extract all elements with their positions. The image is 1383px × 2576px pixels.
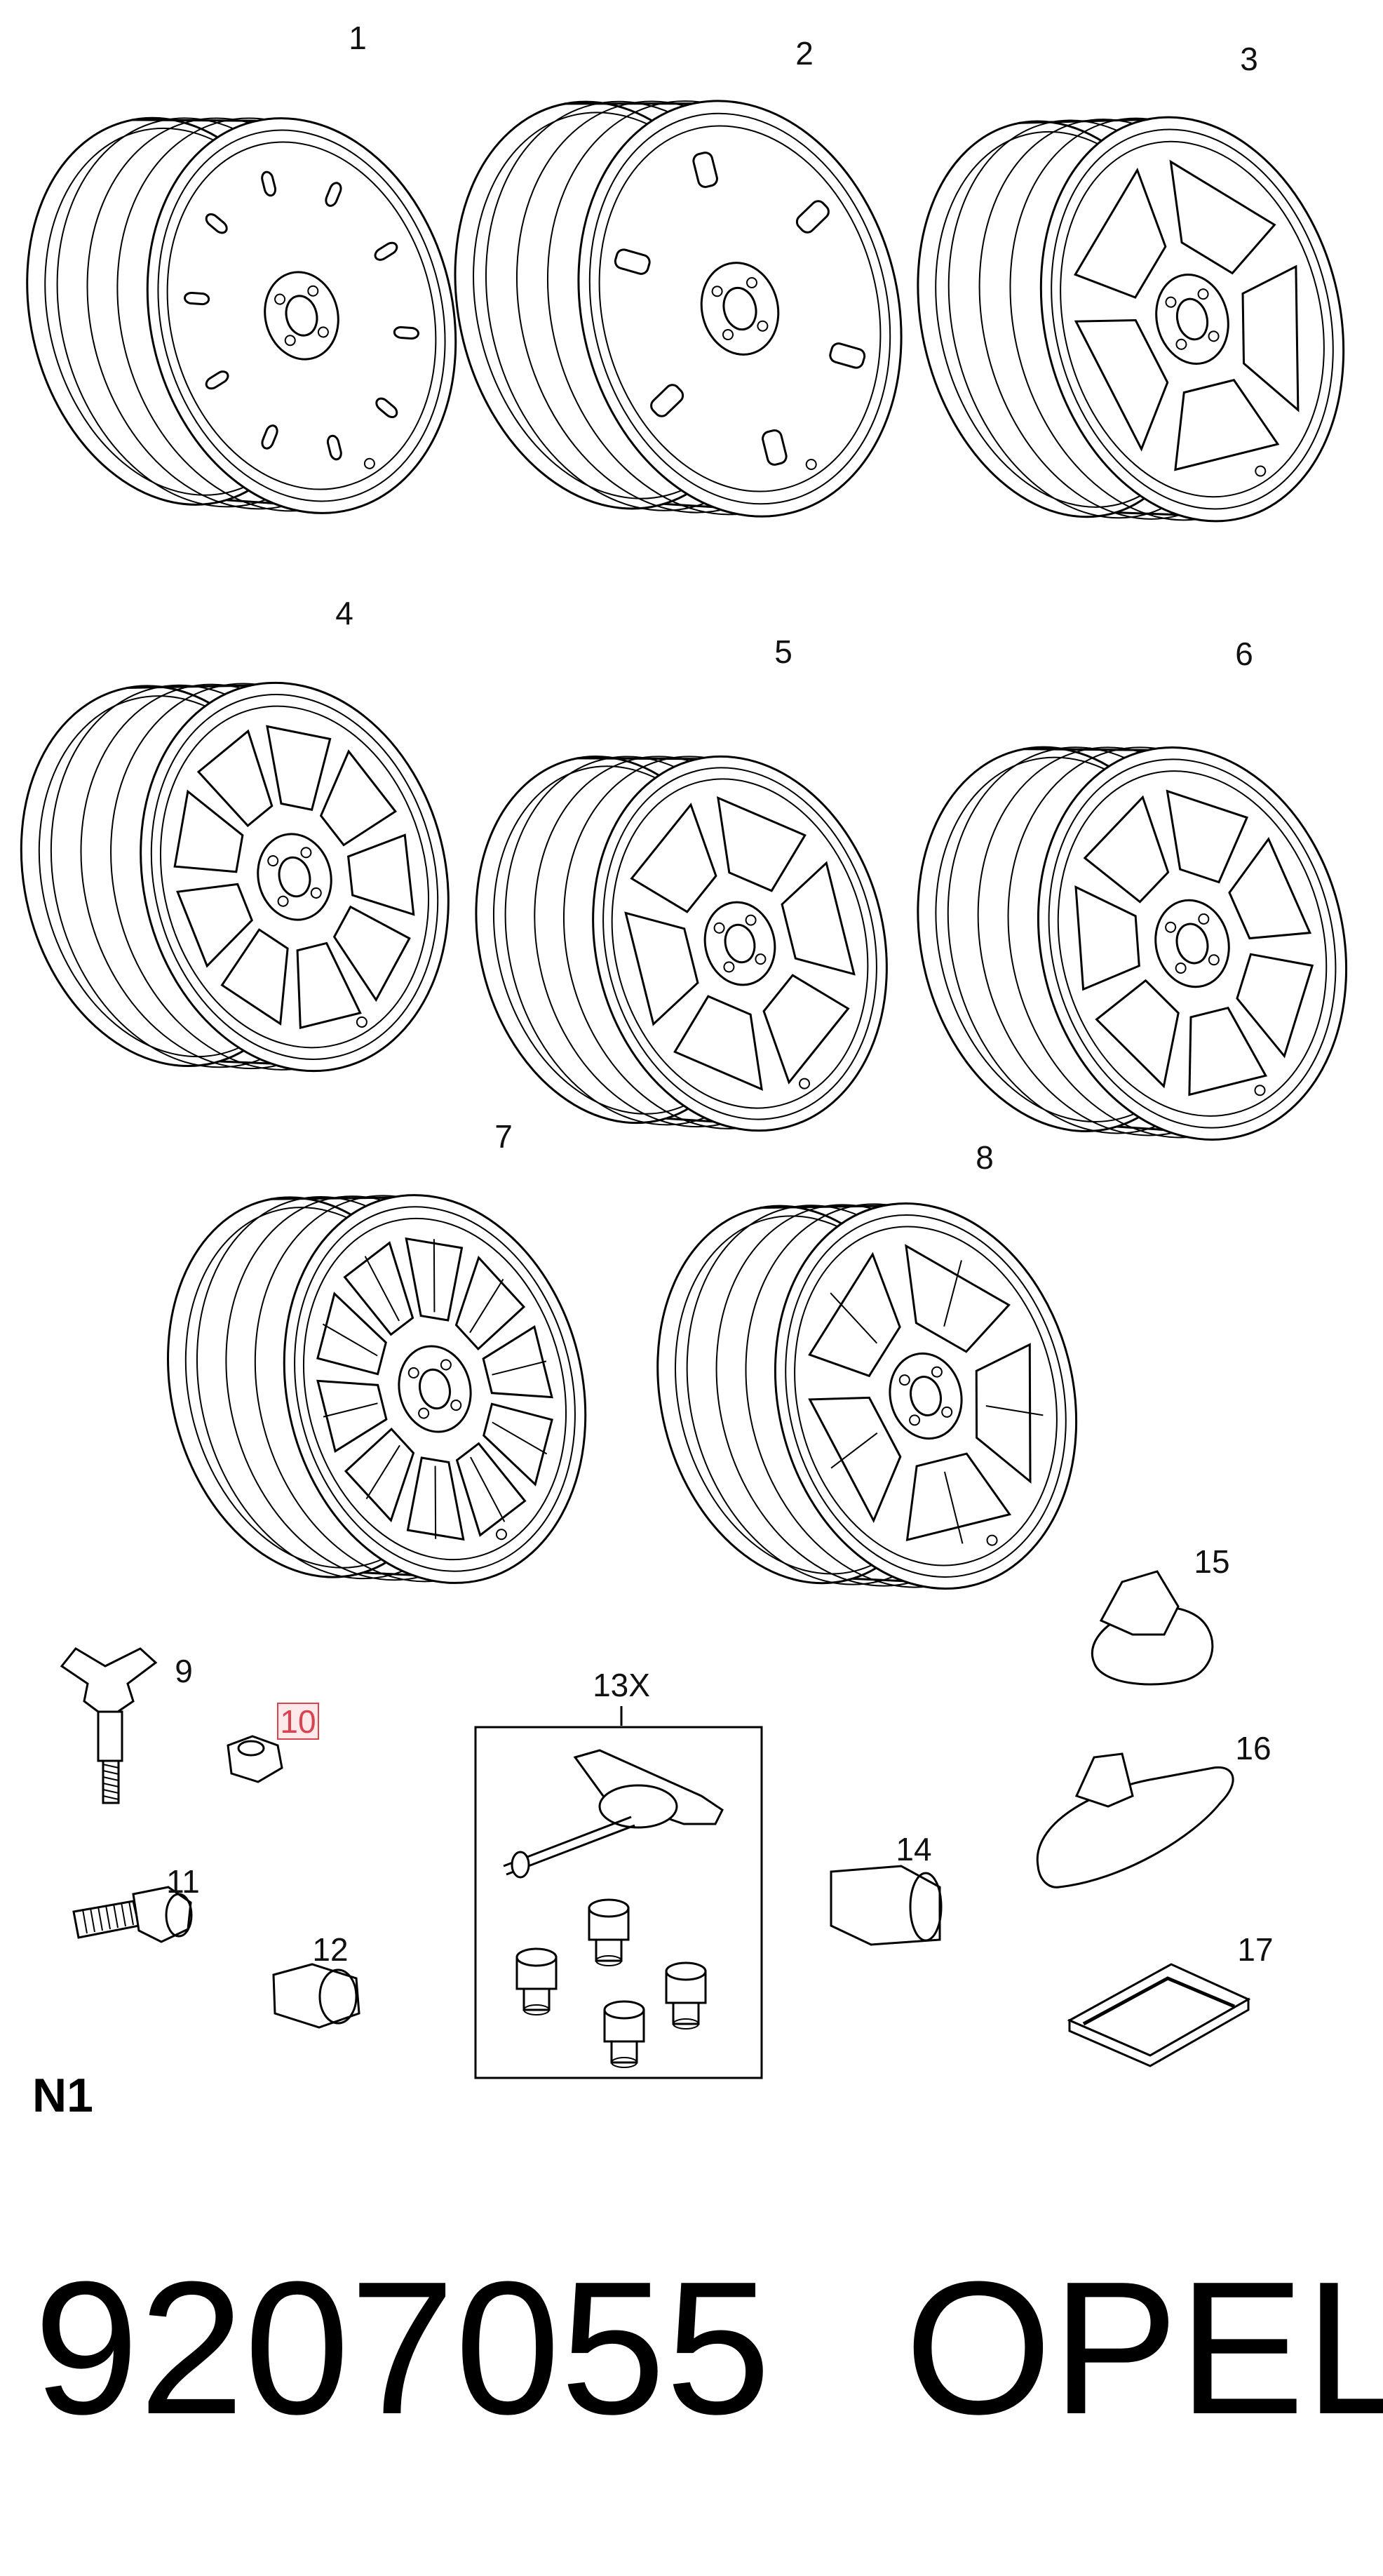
wheels-layer xyxy=(20,100,1348,1590)
locking-bolt-3 xyxy=(665,1961,707,2030)
wheel-7 xyxy=(167,1194,587,1584)
callout-11: 11 xyxy=(166,1863,200,1900)
callout-1: 1 xyxy=(349,20,367,56)
wheel-2 xyxy=(454,100,903,518)
bolt-cap-part xyxy=(272,1963,360,2029)
callout-5: 5 xyxy=(774,633,792,670)
brand: OPEL xyxy=(905,2243,1383,2454)
wheel-8 xyxy=(656,1202,1078,1590)
callout-7: 7 xyxy=(494,1118,513,1155)
group-label: N1 xyxy=(32,2069,93,2122)
callout-9: 9 xyxy=(175,1653,193,1689)
adhesive-strip-part xyxy=(1067,1963,1251,2067)
clip-weight-part xyxy=(1091,1570,1214,1686)
callout-2: 2 xyxy=(795,35,814,72)
part-number: 9207055 xyxy=(34,2243,771,2454)
callout-10-highlight xyxy=(277,1703,319,1740)
balance-weight-part xyxy=(1036,1752,1234,1889)
parts-layer xyxy=(60,1570,1251,2079)
cap-part xyxy=(830,1865,943,1946)
wheel-6 xyxy=(917,746,1348,1141)
wheel-5 xyxy=(475,755,888,1132)
wing-bolt-part xyxy=(60,1647,158,1804)
callout-8: 8 xyxy=(976,1139,994,1176)
callout-13X: 13X xyxy=(593,1667,650,1703)
callout-17: 17 xyxy=(1237,1931,1273,1968)
locking-kit-part xyxy=(474,1706,763,2079)
callout-14: 14 xyxy=(896,1831,931,1867)
callout-6: 6 xyxy=(1235,636,1253,672)
wheel-4 xyxy=(20,681,450,1073)
wheel-3 xyxy=(917,116,1345,523)
nut-part xyxy=(227,1735,283,1783)
callout-15: 15 xyxy=(1194,1543,1229,1580)
callout-10: 10 xyxy=(280,1703,316,1740)
callout-12: 12 xyxy=(312,1931,348,1968)
wheel-1 xyxy=(26,116,457,514)
wheel-bolt-part xyxy=(72,1886,193,1943)
locking-bolt-2 xyxy=(515,1947,558,2015)
callout-4: 4 xyxy=(335,595,353,631)
locking-bolt-4 xyxy=(603,2000,645,2068)
callout-3: 3 xyxy=(1240,41,1258,77)
callout-16: 16 xyxy=(1235,1730,1271,1766)
locking-bolt-1 xyxy=(588,1898,630,1966)
